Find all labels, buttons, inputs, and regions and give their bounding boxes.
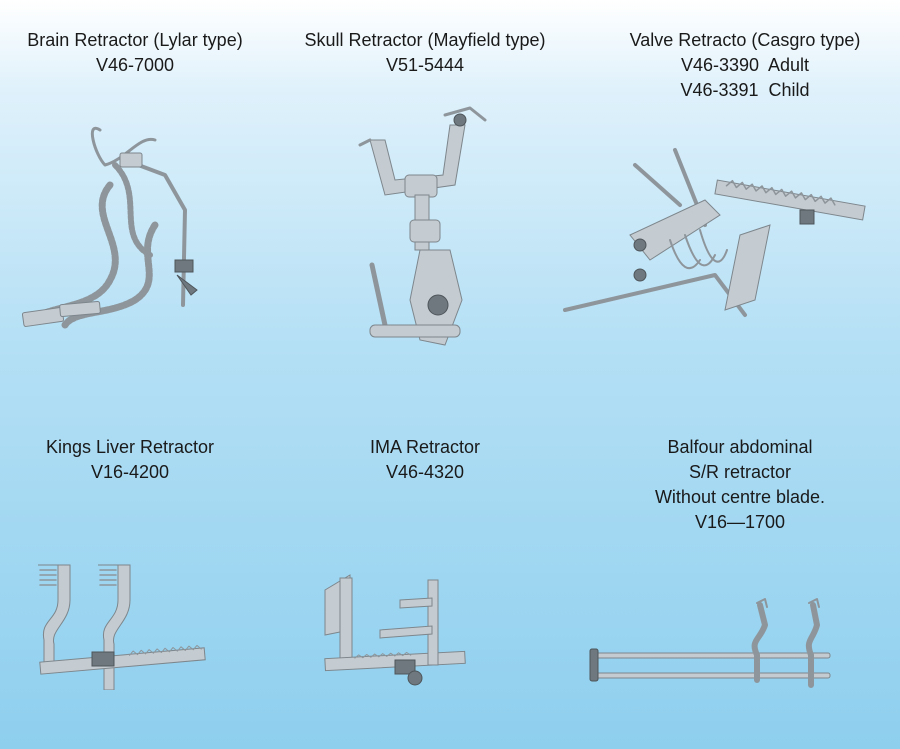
product-code: Without centre blade.	[654, 487, 826, 507]
brain-retractor-image	[21, 126, 198, 329]
product-code: V16—1700	[694, 512, 786, 532]
product-caption-valve-retractor: Valve Retracto (Casgro type) V46-3390 Ad…	[610, 28, 880, 103]
product-name: Kings Liver Retractor	[45, 437, 215, 457]
product-code: V46-4320	[385, 462, 465, 482]
product-name: IMA Retractor	[369, 437, 481, 457]
product-code: S/R retractor	[688, 462, 792, 482]
skull-retractor-image	[358, 106, 487, 346]
product-name: Skull Retractor (Mayfield type)	[304, 30, 546, 50]
product-caption-ima-retractor: IMA Retractor V46-4320	[320, 435, 530, 485]
valve-retractor-image	[563, 148, 866, 317]
product-code: V46-7000	[95, 55, 175, 75]
balfour-retractor-image	[589, 598, 831, 688]
product-caption-brain-retractor: Brain Retractor (Lylar type) V46-7000	[10, 28, 260, 78]
ima-retractor-image	[324, 574, 466, 686]
product-caption-balfour-retractor: Balfour abdominal S/R retractor Without …	[620, 435, 860, 535]
product-caption-skull-retractor: Skull Retractor (Mayfield type) V51-5444	[290, 28, 560, 78]
product-code: V46-3390 Adult	[680, 55, 810, 75]
product-code: V51-5444	[385, 55, 465, 75]
product-name: Valve Retracto (Casgro type)	[629, 30, 861, 50]
product-name: Brain Retractor (Lylar type)	[27, 30, 243, 50]
product-code: V46-3391 Child	[680, 80, 810, 100]
kings-liver-retractor-image	[38, 564, 206, 690]
product-name: Balfour abdominal	[667, 437, 813, 457]
product-code: V16-4200	[90, 462, 170, 482]
product-caption-kings-liver-retractor: Kings Liver Retractor V16-4200	[20, 435, 240, 485]
